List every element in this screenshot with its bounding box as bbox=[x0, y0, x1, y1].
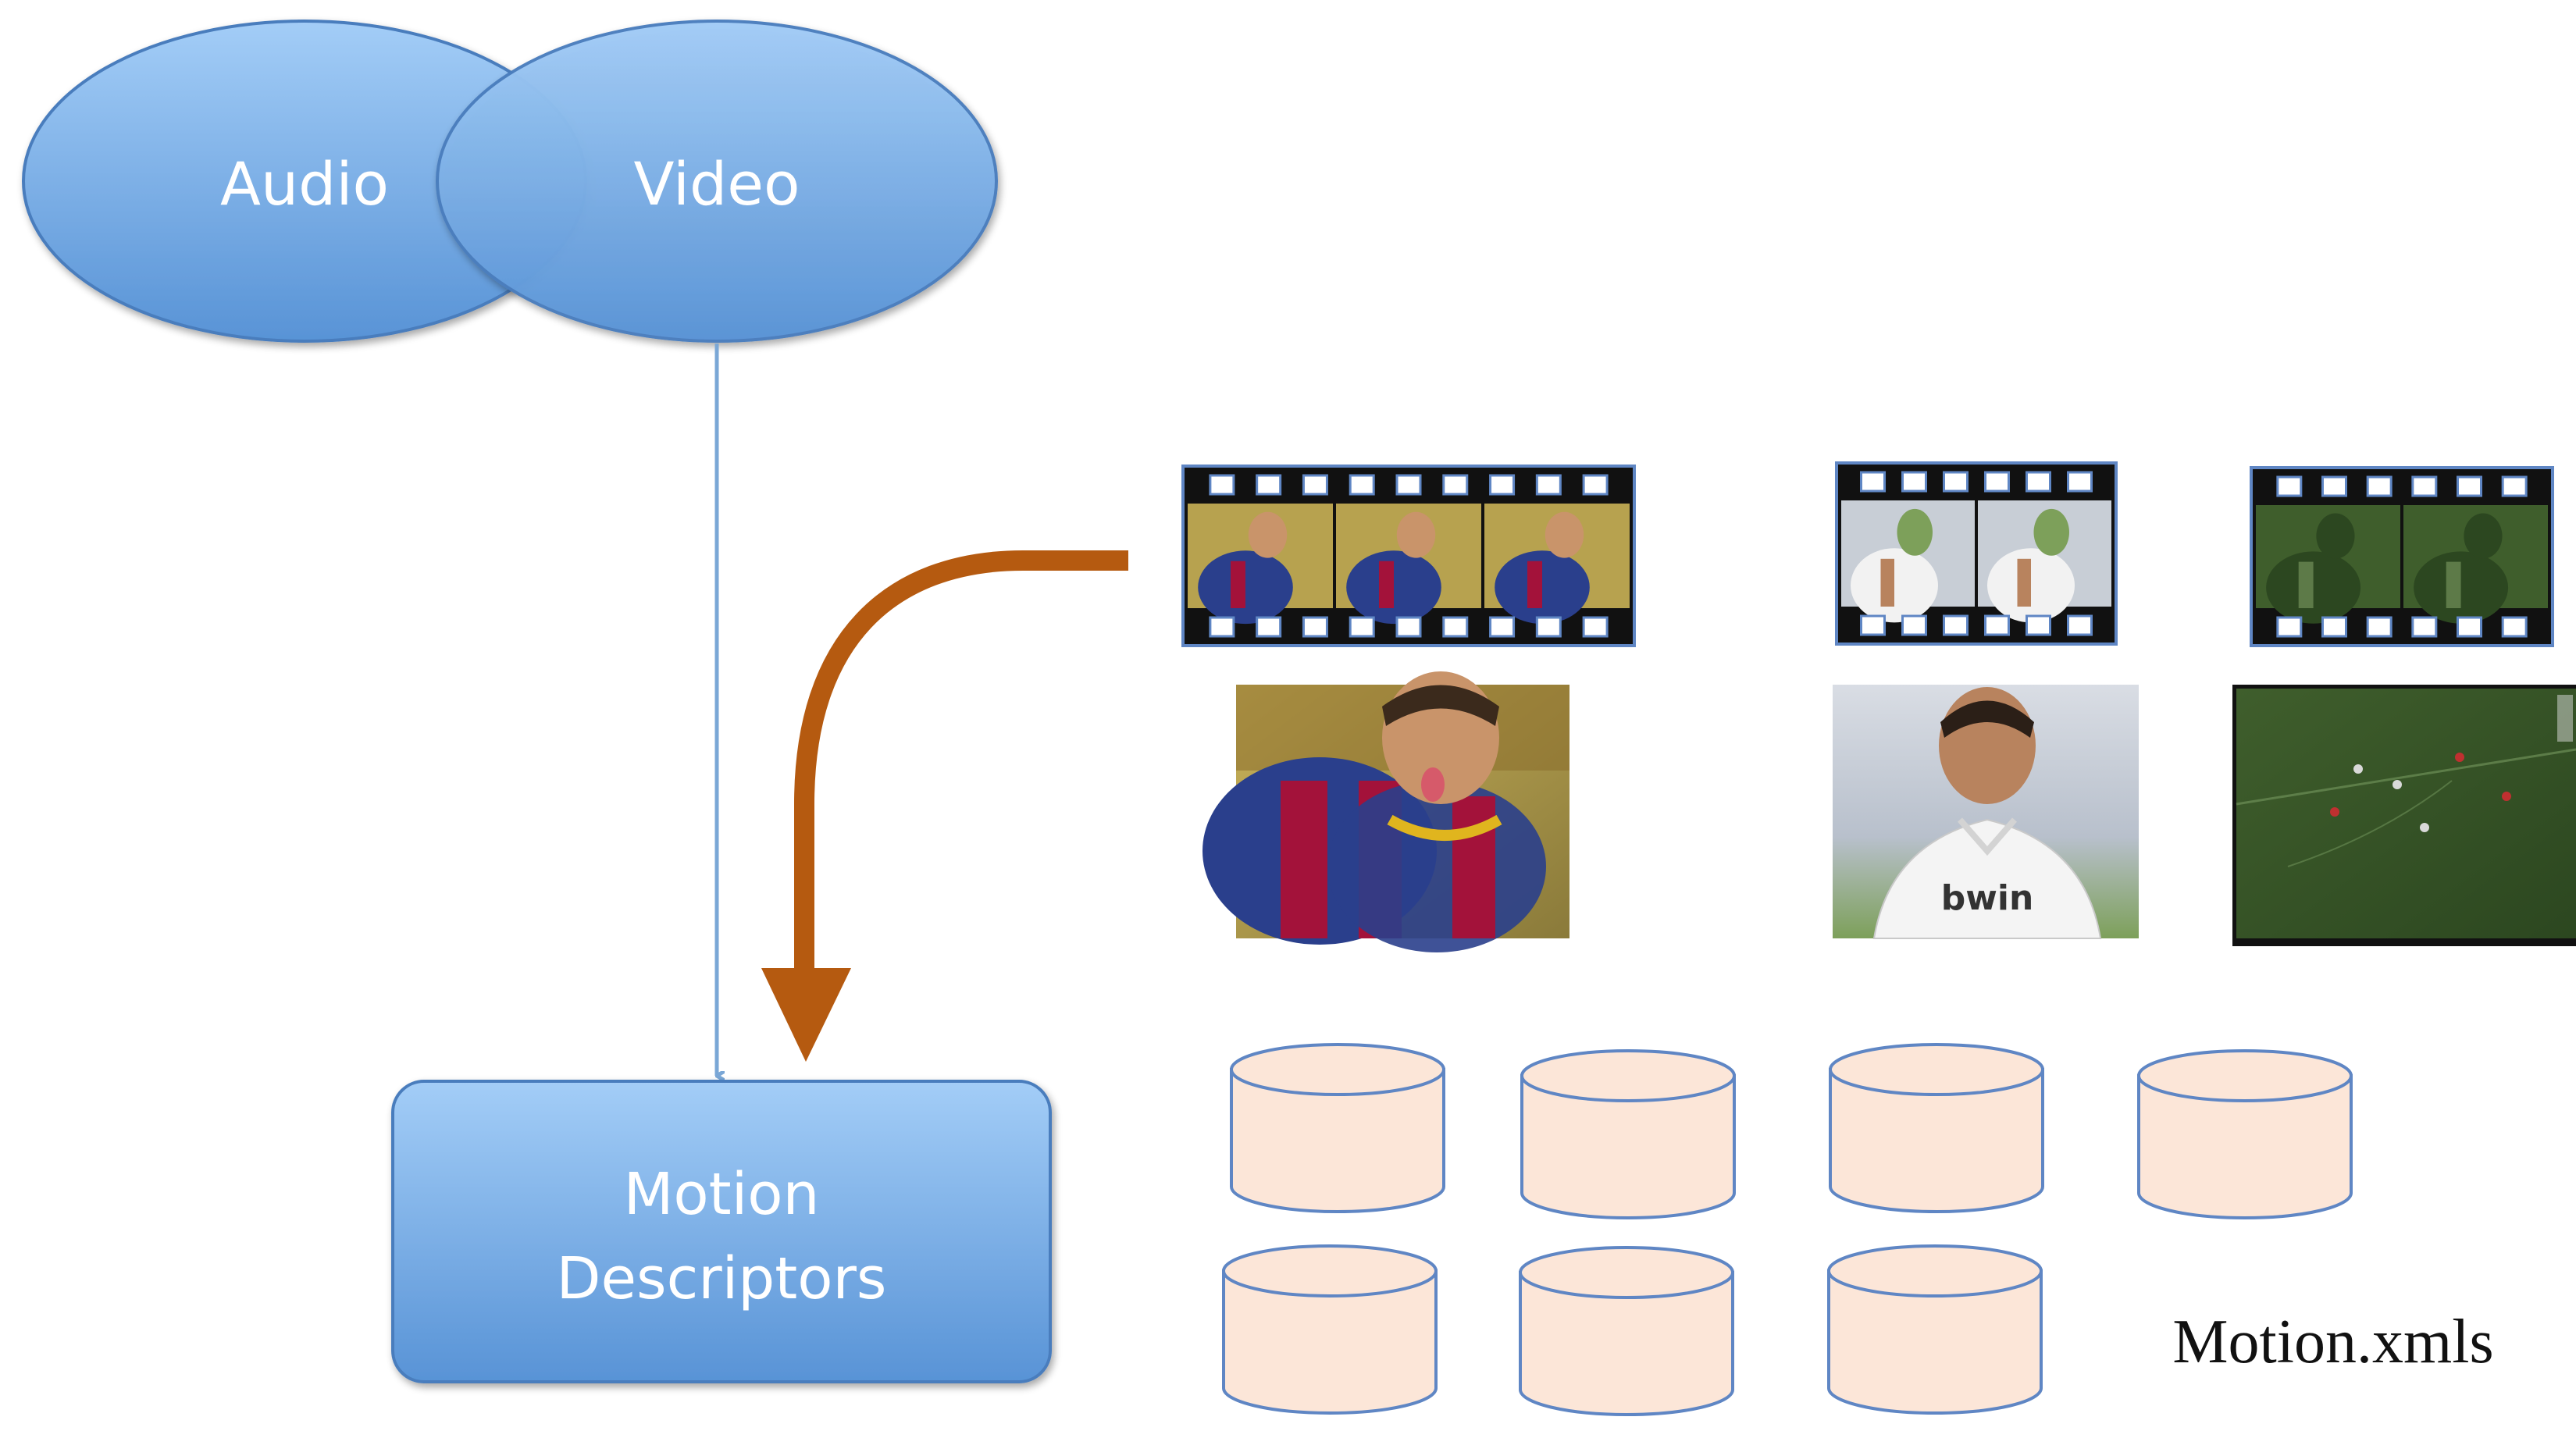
feature-extraction-arrow bbox=[761, 550, 1128, 1062]
database-cylinder bbox=[1230, 1043, 1445, 1213]
sprocket-hole bbox=[1860, 614, 1886, 636]
database-cylinder bbox=[2137, 1049, 2353, 1219]
sprocket-hole bbox=[1256, 616, 1282, 638]
sprocket-hole bbox=[2067, 471, 2093, 493]
sprocket-hole bbox=[1209, 474, 1235, 496]
sprocket-hole bbox=[1349, 616, 1375, 638]
sprocket-hole bbox=[1984, 471, 2010, 493]
film-strip-cell-figure bbox=[2414, 551, 2509, 624]
motion-descriptors-label-line1: Motion bbox=[624, 1161, 820, 1228]
database-cylinder-top bbox=[1230, 1043, 1445, 1096]
film-strip-cell-stripe bbox=[1527, 561, 1542, 608]
sprocket-hole bbox=[1395, 616, 1422, 638]
sprocket-hole bbox=[2366, 475, 2393, 497]
sprocket-hole bbox=[1860, 471, 1886, 493]
sprocket-hole bbox=[1489, 474, 1516, 496]
motion-descriptors-node bbox=[391, 1080, 1052, 1383]
sprocket-hole bbox=[1535, 474, 1562, 496]
film-strip-cell-head bbox=[2033, 508, 2069, 556]
sprocket-hole bbox=[2026, 471, 2051, 493]
video-label: Video bbox=[634, 149, 800, 219]
sprocket-hole bbox=[1582, 616, 1609, 638]
sprocket-hole bbox=[2457, 475, 2482, 497]
sprocket-hole bbox=[1302, 474, 1328, 496]
film-strip-cell-head bbox=[1248, 511, 1288, 558]
sprocket-hole bbox=[2321, 616, 2347, 638]
motion-database-group bbox=[1222, 1043, 2353, 1416]
sprocket-hole bbox=[1256, 474, 1282, 496]
film-strip-cell-stripe bbox=[1379, 561, 1394, 608]
film-strip-cell-stripe bbox=[1231, 561, 1245, 608]
svg-text:bwin: bwin bbox=[1941, 878, 2034, 918]
sprocket-hole bbox=[2067, 614, 2093, 636]
film-strip-cell-stripe bbox=[2446, 561, 2461, 608]
keyframe-player-celebration bbox=[1202, 671, 1569, 952]
database-cylinder-body bbox=[1230, 1068, 1445, 1213]
motion-xmls-label: Motion.xmls bbox=[2172, 1308, 2493, 1376]
sprocket-hole bbox=[1943, 471, 1969, 493]
database-cylinder-top bbox=[1829, 1043, 2044, 1096]
sprocket-hole bbox=[2276, 475, 2303, 497]
film-strip-match-pitch bbox=[2250, 466, 2554, 647]
sprocket-hole bbox=[1582, 474, 1609, 496]
film-strip-cell-head bbox=[1396, 511, 1436, 558]
sprocket-hole bbox=[2501, 616, 2528, 638]
database-cylinder bbox=[1520, 1049, 1736, 1219]
film-strip-cell-figure bbox=[2266, 551, 2361, 624]
film-strip-cell-head bbox=[1545, 511, 1584, 558]
sprocket-hole bbox=[1349, 474, 1375, 496]
film-strip-player-white-kit bbox=[1835, 461, 2118, 646]
sprocket-hole bbox=[2411, 475, 2438, 497]
sprocket-hole bbox=[1442, 474, 1469, 496]
database-cylinder bbox=[1222, 1244, 1438, 1415]
database-cylinder-body bbox=[1519, 1271, 1734, 1416]
sprocket-hole bbox=[1535, 616, 1562, 638]
film-strip-cell-stripe bbox=[2017, 558, 2031, 607]
film-strip-cell-stripe bbox=[1880, 558, 1894, 607]
database-cylinder-top bbox=[1827, 1244, 2043, 1298]
sprocket-hole bbox=[2321, 475, 2347, 497]
database-cylinder-body bbox=[1829, 1068, 2044, 1213]
database-cylinder-top bbox=[1222, 1244, 1438, 1298]
sprocket-hole bbox=[2276, 616, 2303, 638]
film-strip-cell-head bbox=[2464, 513, 2503, 559]
database-cylinder-top bbox=[1520, 1049, 1736, 1102]
motion-descriptors-label-line2: Descriptors bbox=[557, 1245, 887, 1312]
sprocket-hole bbox=[1489, 616, 1516, 638]
sprocket-hole bbox=[1984, 614, 2010, 636]
sprocket-hole bbox=[2366, 616, 2393, 638]
database-cylinder-top bbox=[1519, 1246, 1734, 1299]
sprocket-hole bbox=[2501, 475, 2528, 497]
film-strip-player-celebration bbox=[1181, 465, 1636, 647]
database-cylinder-body bbox=[1827, 1269, 2043, 1415]
video-node bbox=[436, 20, 998, 343]
sprocket-hole bbox=[1442, 616, 1469, 638]
audio-label: Audio bbox=[220, 149, 389, 219]
sprocket-hole bbox=[2411, 616, 2438, 638]
database-cylinder bbox=[1829, 1043, 2044, 1213]
sprocket-hole bbox=[1901, 614, 1927, 636]
sprocket-hole bbox=[1395, 474, 1422, 496]
sprocket-hole bbox=[1901, 471, 1927, 493]
keyframe-match-pitch bbox=[2232, 685, 2576, 946]
film-strip-cell-head bbox=[1897, 508, 1933, 556]
database-cylinder-body bbox=[1520, 1074, 1736, 1219]
sprocket-hole bbox=[1209, 616, 1235, 638]
film-strip-cell-head bbox=[2316, 513, 2355, 559]
database-cylinder-body bbox=[2137, 1074, 2353, 1219]
sprocket-hole bbox=[2457, 616, 2482, 638]
sprocket-hole bbox=[1302, 616, 1328, 638]
sprocket-hole bbox=[2026, 614, 2051, 636]
database-cylinder bbox=[1519, 1246, 1734, 1416]
database-cylinder-top bbox=[2137, 1049, 2353, 1102]
sprocket-hole bbox=[1943, 614, 1969, 636]
film-strip-cell-stripe bbox=[2298, 561, 2314, 608]
database-cylinder bbox=[1827, 1244, 2043, 1415]
keyframe-player-white-kit: bwin bbox=[1833, 685, 2139, 939]
database-cylinder-body bbox=[1222, 1269, 1438, 1415]
